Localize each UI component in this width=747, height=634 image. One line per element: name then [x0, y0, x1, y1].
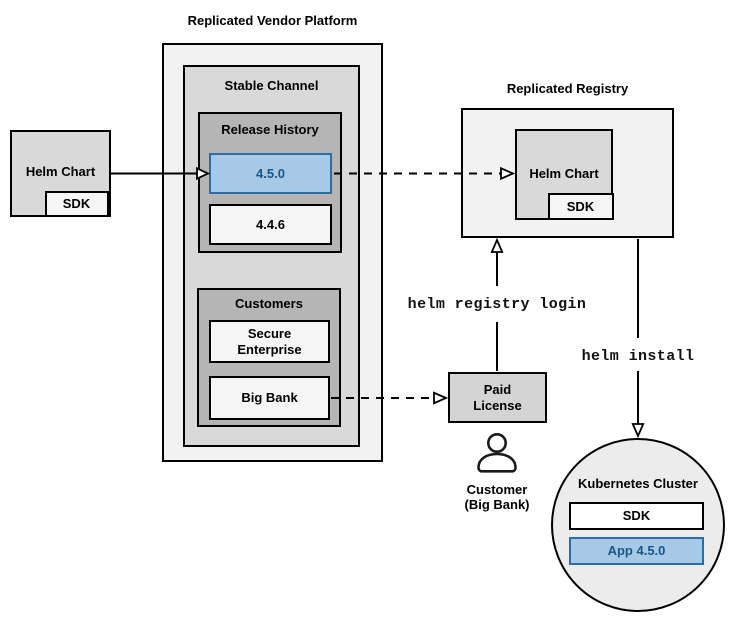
paid-license-box: Paid License [448, 372, 547, 423]
source-helm-chart-box: Helm Chart SDK [10, 130, 111, 217]
release-history-label: Release History [221, 122, 319, 137]
cluster-sdk-box: SDK [569, 502, 704, 530]
customer-big-bank-box: Big Bank [209, 376, 330, 420]
kubernetes-cluster-circle: Kubernetes Cluster SDK App 4.5.0 [551, 438, 725, 612]
vendor-platform-title: Replicated Vendor Platform [187, 13, 358, 28]
release-version-box-450: 4.5.0 [209, 153, 332, 194]
registry-helm-chart-label: Helm Chart [529, 166, 599, 181]
source-sdk-box: SDK [44, 190, 109, 217]
cluster-app-box: App 4.5.0 [569, 537, 704, 565]
stable-channel-label: Stable Channel [224, 78, 319, 93]
arrow-license-to-registry-head [490, 237, 504, 253]
person-body [477, 452, 517, 473]
customer-label: Customer (Big Bank) [464, 482, 530, 512]
command-helm-install: helm install [581, 348, 695, 365]
registry-sdk-box: SDK [547, 193, 614, 220]
release-version-box-446: 4.4.6 [209, 204, 332, 245]
customer-secure-enterprise-box: Secure Enterprise [209, 320, 330, 363]
registry-title: Replicated Registry [506, 81, 629, 96]
kubernetes-cluster-label: Kubernetes Cluster [578, 476, 698, 491]
customers-label: Customers [235, 296, 303, 311]
command-helm-registry-login: helm registry login [407, 296, 587, 313]
person-head [486, 432, 507, 453]
arrow-registry-to-cluster-head [631, 423, 645, 439]
customer-person-icon [477, 432, 517, 473]
registry-helm-chart-box: Helm Chart SDK [515, 129, 614, 220]
arrow-bigbank-to-license-head [433, 391, 449, 405]
source-helm-chart-label: Helm Chart [25, 164, 96, 179]
